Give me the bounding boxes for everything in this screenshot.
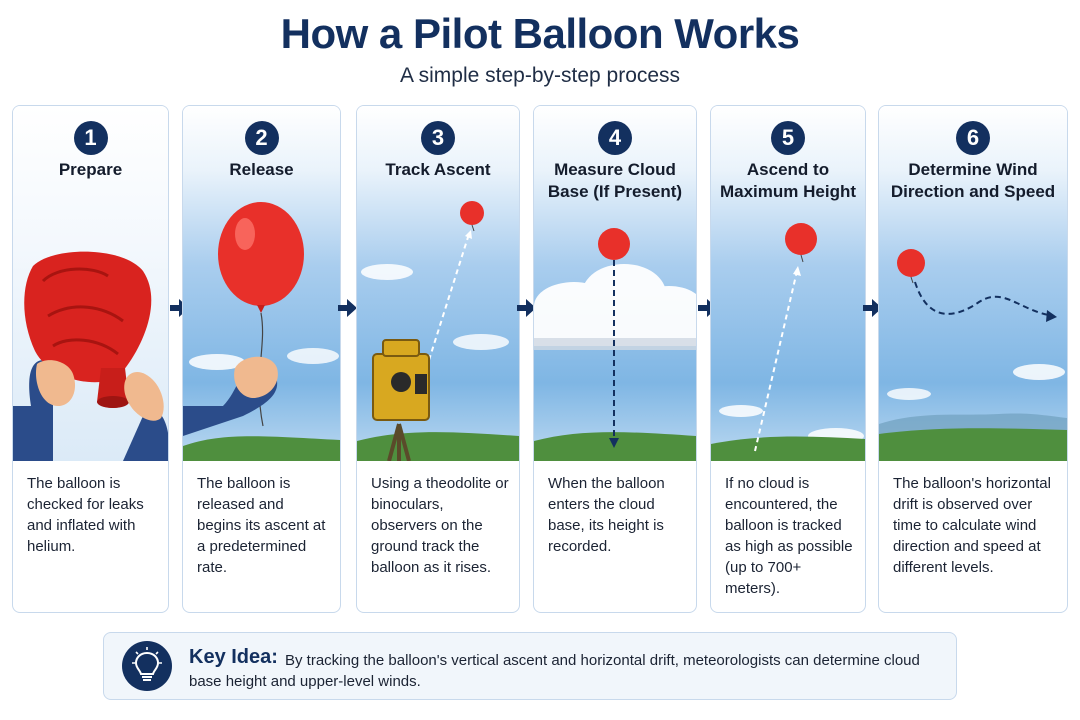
step-card-track-ascent: 3 Track Ascent Using a theodolite or bin… (356, 105, 520, 613)
right-arrow-icon (338, 299, 357, 317)
step-title: Ascend to Maximum Height (719, 160, 857, 201)
key-idea-label: Key Idea: (189, 646, 278, 668)
step-description: The balloon is released and begins its a… (197, 475, 326, 576)
page-title: How a Pilot Balloon Works (280, 10, 800, 57)
step-title: Track Ascent (385, 160, 491, 179)
step-card-wind-direction: 6 Determine Wind Direction and Speed The… (878, 105, 1068, 613)
key-idea-text: By tracking the balloon's vertical ascen… (189, 650, 929, 692)
step-card-release: 2 Release The balloon is released and be… (182, 105, 341, 613)
step-description: If no cloud is encountered, the balloon … (725, 475, 853, 597)
step-number: 4 (598, 121, 632, 155)
right-arrow-icon (170, 299, 189, 317)
step-description: Using a theodolite or binoculars, observ… (371, 475, 509, 576)
step-description: The balloon's horizontal drift is observ… (893, 475, 1051, 576)
theodolite-tracking-illustration (357, 201, 519, 461)
step-number: 3 (421, 121, 455, 155)
key-idea-body: By tracking the balloon's vertical ascen… (189, 652, 920, 690)
step-number: 2 (244, 121, 279, 155)
step-description: When the balloon enters the cloud base, … (548, 475, 665, 555)
key-idea-box: Key Idea: By tracking the balloon's vert… (103, 632, 957, 700)
step-number: 5 (771, 121, 805, 155)
step-description: The balloon is checked for leaks and inf… (27, 475, 144, 555)
right-arrow-icon (863, 299, 882, 317)
step-card-measure-cloud-base: 4 Measure Cloud Base (If Present) When t… (533, 105, 697, 613)
page-subtitle: A simple step-by-step process (399, 64, 681, 87)
step-number: 6 (956, 121, 990, 155)
step-number: 1 (73, 121, 108, 155)
horizontal-drift-illustration (879, 249, 1067, 461)
right-arrow-icon (517, 299, 536, 317)
right-arrow-icon (698, 299, 717, 317)
step-title: Prepare (58, 160, 123, 179)
inflating-balloon-illustration (13, 251, 168, 461)
step-title: Measure Cloud Base (If Present) (547, 160, 683, 201)
step-card-prepare: 1 Prepare The balloon is checked for lea… (12, 105, 169, 613)
step-title: Determine Wind Direction and Speed (890, 160, 1056, 201)
lightbulb-icon (122, 641, 172, 691)
max-height-illustration (711, 223, 865, 461)
cloud-base-illustration (534, 228, 696, 461)
step-title: Release (229, 160, 294, 179)
step-card-ascend-max-height: 5 Ascend to Maximum Height If no cloud i… (710, 105, 866, 613)
released-balloon-illustration (183, 202, 340, 461)
